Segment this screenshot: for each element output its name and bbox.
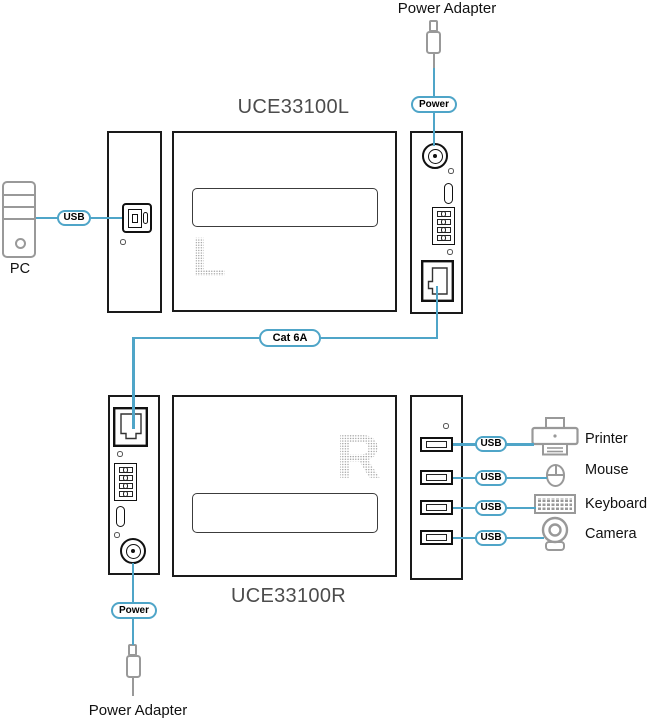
- power-adapter-bottom-label: Power Adapter: [88, 702, 188, 719]
- power-badge-bottom: Power: [111, 602, 157, 619]
- remote-unit-label-plate: [192, 493, 378, 533]
- power-adapter-wire: [432, 53, 435, 69]
- pc-label: PC: [9, 261, 31, 277]
- dc-power-jack-icon: [422, 143, 448, 169]
- usb-badge-keyboard: USB: [475, 499, 507, 516]
- usb-b-port-icon: [122, 203, 152, 233]
- usb-badge-pc: USB: [57, 210, 91, 226]
- mouse-icon: [546, 464, 565, 487]
- terminal-block-icon: [432, 207, 455, 245]
- usb-badge-camera: USB: [475, 529, 507, 546]
- power-badge-top: Power: [411, 96, 457, 113]
- cable-cat6a-vertical-bottom: [132, 337, 135, 429]
- svg-text:R: R: [336, 427, 381, 481]
- usb-c-port-icon: [116, 506, 125, 527]
- usb-b-pin: [131, 213, 138, 223]
- camera-icon: [541, 516, 569, 551]
- usb-a-port-icon: [420, 437, 453, 452]
- usb-a-port-icon: [420, 530, 453, 545]
- usb-a-port-icon: [420, 470, 453, 485]
- cable-cat6a-vertical-top: [435, 286, 438, 339]
- usb-c-port-icon: [444, 183, 453, 204]
- remote-unit-body: [172, 395, 397, 577]
- remote-unit-right-panel: [410, 395, 463, 580]
- usb-badge-printer: USB: [475, 436, 507, 452]
- printer-label: Printer: [585, 431, 628, 447]
- dc-power-jack-icon: [120, 538, 146, 564]
- local-unit-vent-pattern: L: [192, 226, 226, 278]
- led-indicator: [447, 249, 453, 255]
- usb-b-inner: [127, 208, 142, 228]
- rj45-port-icon: [113, 407, 148, 447]
- usb-b-slot: [143, 211, 148, 224]
- led-indicator: [443, 423, 449, 429]
- mouse-label: Mouse: [585, 462, 629, 478]
- svg-text:L: L: [192, 226, 226, 278]
- led-indicator: [117, 451, 123, 457]
- cat6a-badge: Cat 6A: [259, 329, 321, 347]
- keyboard-icon: [534, 494, 576, 514]
- led-indicator: [448, 168, 454, 174]
- remote-unit-title: UCE33100R: [231, 585, 346, 607]
- led-indicator: [120, 239, 126, 245]
- power-adapter-top-label: Power Adapter: [397, 0, 497, 17]
- power-adapter-body-icon: [125, 655, 141, 678]
- power-adapter-wire: [132, 677, 134, 696]
- local-unit-title: UCE33100L: [237, 96, 350, 118]
- camera-label: Camera: [585, 526, 637, 542]
- local-unit-label-plate: [192, 188, 378, 227]
- led-indicator: [114, 532, 120, 538]
- printer-icon: [531, 417, 579, 456]
- usb-a-port-icon: [420, 500, 453, 515]
- pc-tower-icon: [2, 181, 36, 258]
- terminal-block-icon: [114, 463, 137, 501]
- pc-power-button: [15, 238, 26, 249]
- remote-unit-vent-pattern: R: [336, 427, 381, 481]
- power-adapter-body-icon: [425, 31, 441, 54]
- usb-badge-mouse: USB: [475, 469, 507, 486]
- keyboard-label: Keyboard: [585, 496, 647, 512]
